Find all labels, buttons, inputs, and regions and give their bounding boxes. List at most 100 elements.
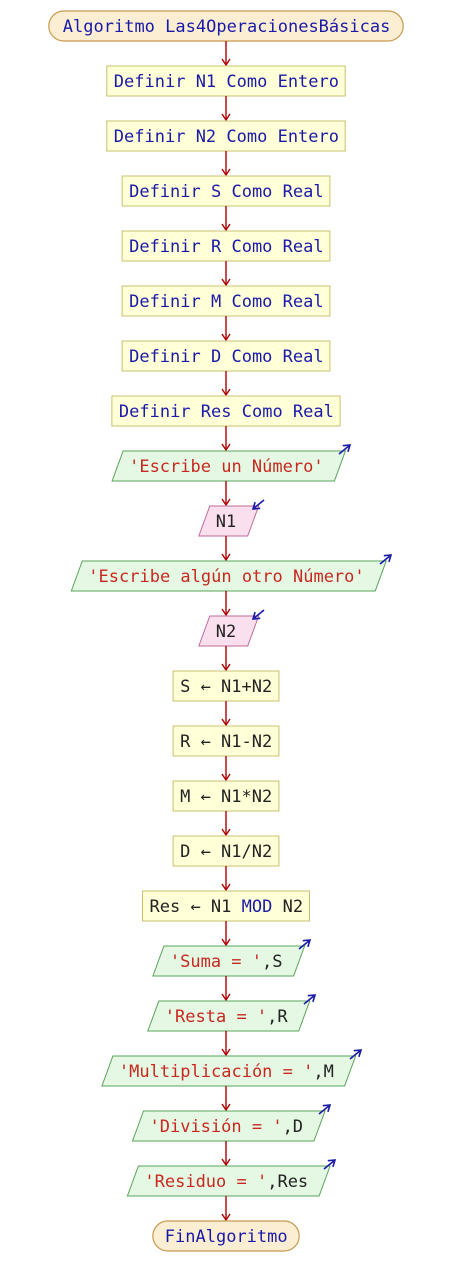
process-box: Definir Res Como Real bbox=[111, 395, 341, 427]
start-terminal: Algoritmo Las4OperacionesBásicas bbox=[48, 10, 404, 42]
output-arrow-icon bbox=[338, 444, 352, 455]
process-label-part: M ← N1*N2 bbox=[180, 787, 272, 807]
process-label: Definir D Como Real bbox=[129, 347, 324, 367]
end-label: FinAlgoritmo bbox=[165, 1227, 288, 1247]
output-arrow-icon bbox=[298, 939, 312, 950]
process-label-part: Definir bbox=[114, 127, 196, 147]
output-label: 'Escribe un Número' bbox=[129, 457, 323, 477]
connector-arrow bbox=[221, 41, 231, 67]
input-box: N2 bbox=[198, 609, 265, 647]
process-label-part: Res ← N1 bbox=[150, 897, 242, 917]
process-box: M ← N1*N2 bbox=[172, 780, 280, 812]
process-box: Definir M Como Real bbox=[121, 285, 331, 317]
end-label-part: FinAlgoritmo bbox=[165, 1227, 288, 1247]
input-arrow-icon bbox=[251, 499, 265, 510]
process-label: R ← N1-N2 bbox=[180, 732, 272, 752]
output-label: 'Resta = ',R bbox=[165, 1007, 289, 1027]
start-label-part: Algoritmo bbox=[63, 17, 165, 37]
output-box: 'Resta = ',R bbox=[147, 994, 317, 1032]
connector-arrow bbox=[221, 976, 231, 1002]
process-label-part: Definir bbox=[129, 237, 211, 257]
process-label: Definir R Como Real bbox=[129, 237, 324, 257]
connector-arrow bbox=[221, 921, 231, 947]
process-label-part: Como Real bbox=[231, 347, 323, 367]
output-box: 'Suma = ',S bbox=[152, 939, 312, 977]
process-label-part: R ← N1-N2 bbox=[180, 732, 272, 752]
process-box: Definir N2 Como Entero bbox=[106, 120, 346, 152]
process-box: Definir N1 Como Entero bbox=[106, 65, 346, 97]
output-label-part: 'Suma = ' bbox=[170, 952, 262, 972]
process-label-part: Como Real bbox=[231, 292, 323, 312]
connector-arrow bbox=[221, 371, 231, 397]
output-label-part: 'Multiplicación = ' bbox=[119, 1062, 313, 1082]
end-terminal: FinAlgoritmo bbox=[152, 1220, 300, 1252]
process-label-part: Como Real bbox=[231, 182, 323, 202]
input-label: N2 bbox=[216, 622, 236, 642]
connector-arrow bbox=[221, 426, 231, 452]
process-label-part: M bbox=[211, 292, 231, 312]
input-label: N1 bbox=[216, 512, 236, 532]
output-box: 'Residuo = ',Res bbox=[126, 1159, 337, 1197]
output-label-part: 'Escribe algún otro Número' bbox=[88, 567, 364, 587]
input-arrow-icon bbox=[251, 609, 265, 620]
connector-arrow bbox=[221, 481, 231, 507]
process-label-part: Res bbox=[201, 402, 242, 422]
process-label-part: R bbox=[211, 237, 231, 257]
process-label-part: Como Entero bbox=[226, 127, 339, 147]
output-label: 'Residuo = ',Res bbox=[144, 1172, 308, 1192]
connector-arrow bbox=[221, 756, 231, 782]
connector-arrow bbox=[221, 316, 231, 342]
connector-arrow bbox=[221, 866, 231, 892]
output-arrow-icon bbox=[303, 994, 317, 1005]
process-label: Definir M Como Real bbox=[129, 292, 324, 312]
output-label-part: ,R bbox=[267, 1007, 288, 1027]
connector-arrow bbox=[221, 591, 231, 617]
connector-arrow bbox=[221, 1196, 231, 1222]
output-label-part: 'División = ' bbox=[150, 1117, 283, 1137]
process-label-part: N2 bbox=[196, 127, 227, 147]
process-label-part: S bbox=[211, 182, 231, 202]
output-arrow-icon bbox=[323, 1159, 337, 1170]
connector-arrow bbox=[221, 1141, 231, 1167]
process-box: Res ← N1 MOD N2 bbox=[142, 890, 310, 922]
process-label-part: N2 bbox=[272, 897, 303, 917]
output-arrow-icon bbox=[379, 554, 393, 565]
output-label-part: ,D bbox=[283, 1117, 303, 1137]
process-label-part: N1 bbox=[196, 72, 227, 92]
process-box: Definir R Como Real bbox=[121, 230, 331, 262]
process-label: S ← N1+N2 bbox=[180, 677, 272, 697]
process-label: Definir S Como Real bbox=[129, 182, 324, 202]
connector-arrow bbox=[221, 261, 231, 287]
output-box: 'Escribe un Número' bbox=[111, 444, 352, 482]
connector-arrow bbox=[221, 1031, 231, 1057]
connector-arrow bbox=[221, 96, 231, 122]
connector-arrow bbox=[221, 206, 231, 232]
output-box: 'Multiplicación = ',M bbox=[101, 1049, 363, 1087]
process-label-part: D bbox=[211, 347, 231, 367]
process-box: R ← N1-N2 bbox=[172, 725, 280, 757]
output-arrow-icon bbox=[318, 1104, 332, 1115]
output-label-part: 'Resta = ' bbox=[165, 1007, 267, 1027]
start-label: Algoritmo Las4OperacionesBásicas bbox=[63, 17, 391, 37]
output-label: 'Multiplicación = ',M bbox=[119, 1062, 334, 1082]
process-label: D ← N1/N2 bbox=[180, 842, 272, 862]
process-label-part: Definir bbox=[129, 182, 211, 202]
output-label-part: 'Residuo = ' bbox=[144, 1172, 267, 1192]
process-label-part: Definir bbox=[114, 72, 196, 92]
process-label: Definir N2 Como Entero bbox=[114, 127, 339, 147]
process-label-part: MOD bbox=[242, 897, 273, 917]
connector-arrow bbox=[221, 1086, 231, 1112]
output-label: 'División = ',D bbox=[150, 1117, 304, 1137]
process-box: Definir D Como Real bbox=[121, 340, 331, 372]
process-label: Res ← N1 MOD N2 bbox=[150, 897, 304, 917]
process-label-part: D ← N1/N2 bbox=[180, 842, 272, 862]
output-label-part: ,M bbox=[313, 1062, 333, 1082]
output-box: 'División = ',D bbox=[131, 1104, 332, 1142]
output-label-part: ,S bbox=[262, 952, 282, 972]
connector-arrow bbox=[221, 151, 231, 177]
process-label: M ← N1*N2 bbox=[180, 787, 272, 807]
connector-arrow bbox=[221, 701, 231, 727]
connector-arrow bbox=[221, 811, 231, 837]
output-label: 'Escribe algún otro Número' bbox=[88, 567, 364, 587]
